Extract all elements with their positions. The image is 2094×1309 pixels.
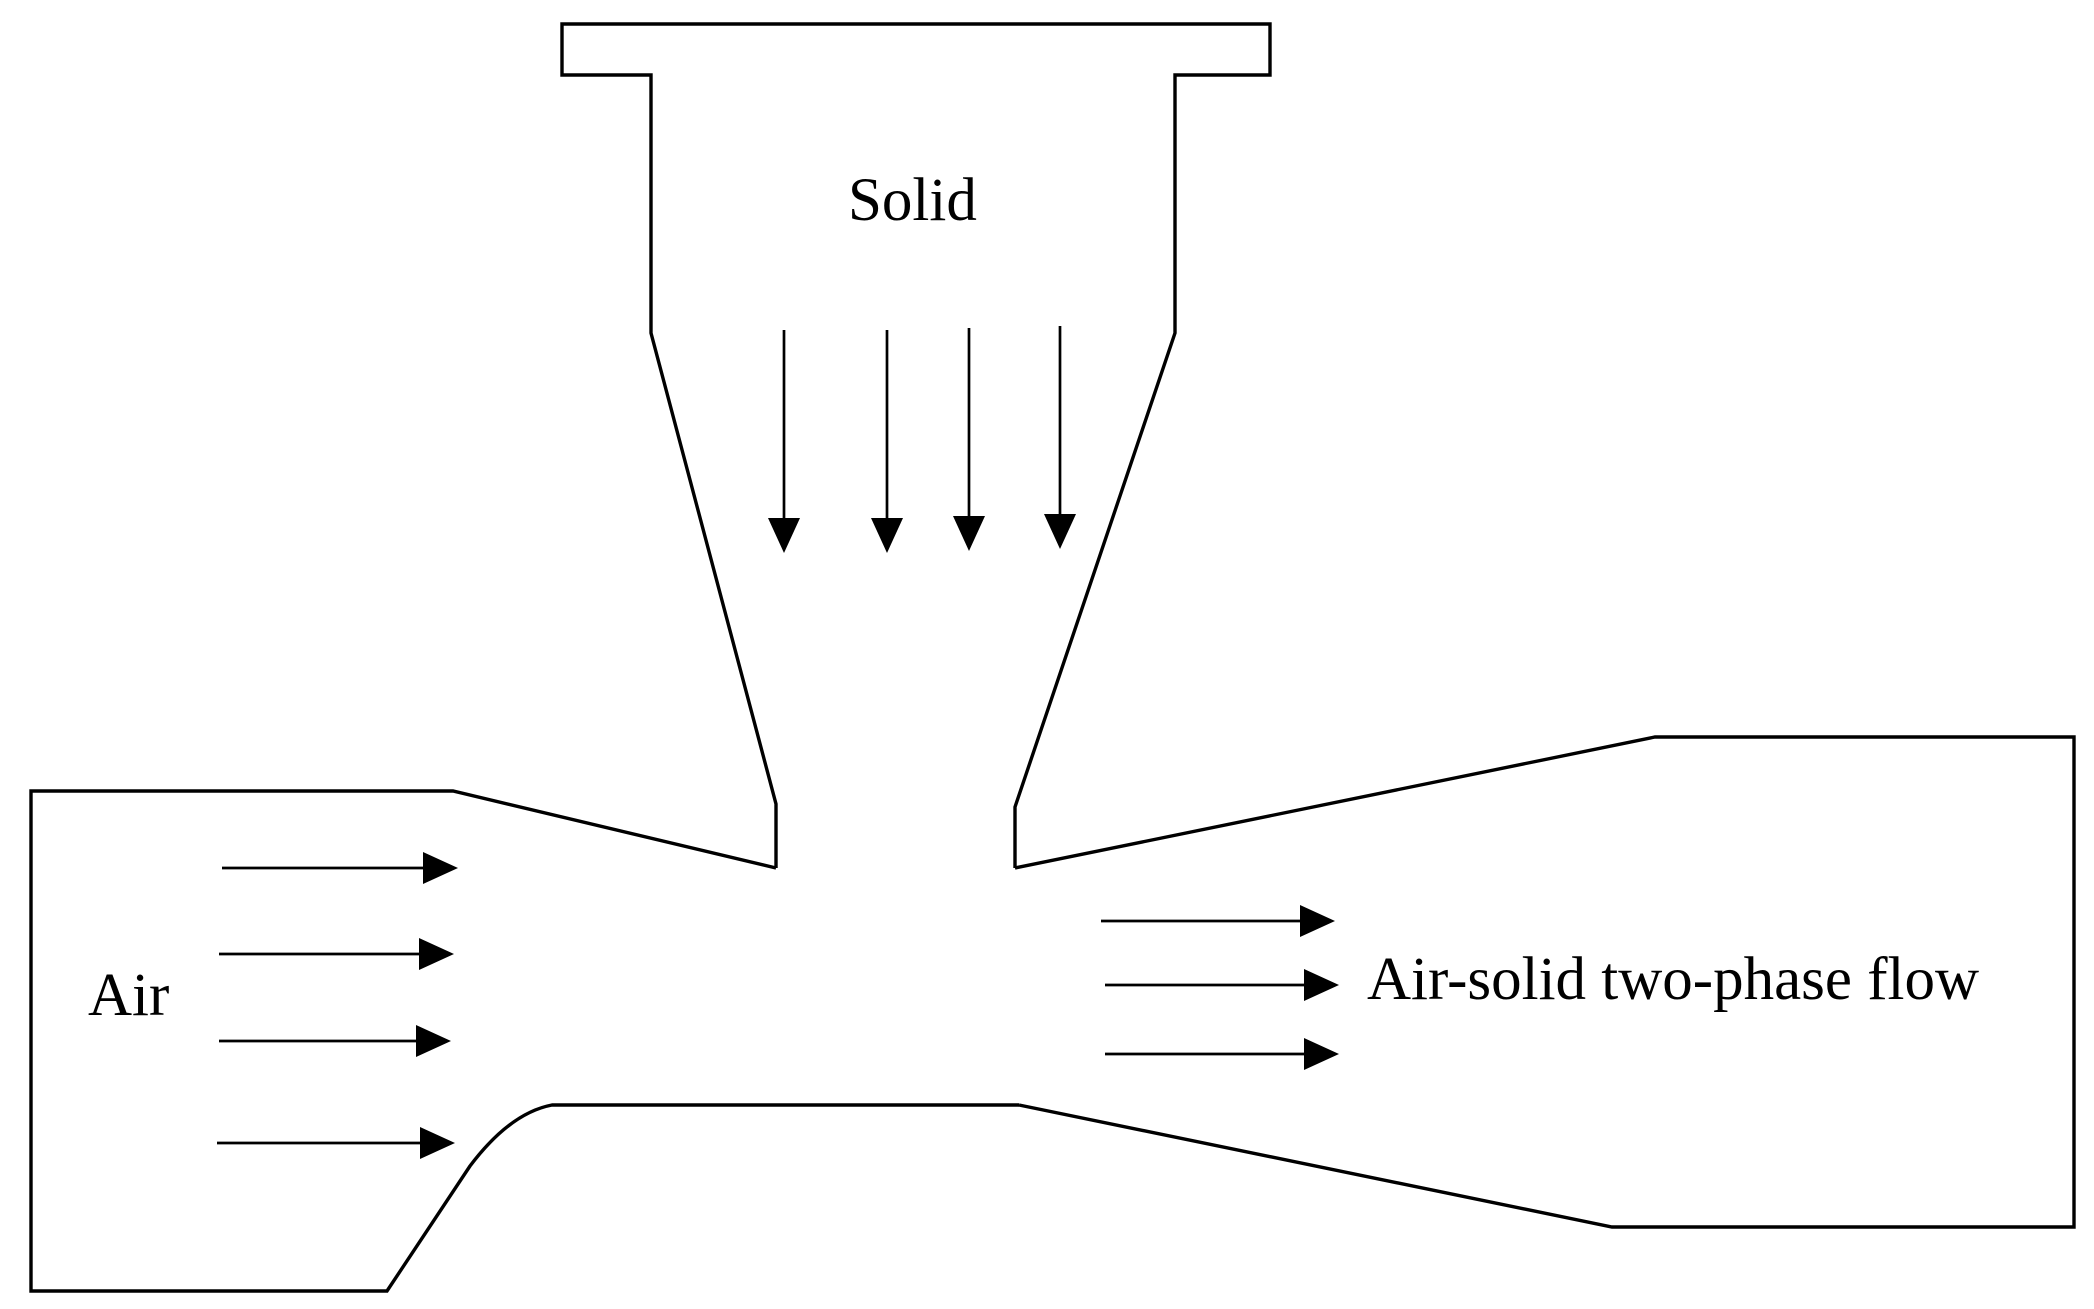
solid-flow-arrow [768, 330, 800, 553]
hopper-outline [560, 22, 1272, 868]
air-label: Air [88, 962, 169, 1029]
solid-flow-arrow [871, 330, 903, 553]
solid-flow-arrows [768, 326, 1076, 553]
air-inlet-outline [29, 789, 1019, 1293]
solid-flow-arrow [1044, 326, 1076, 549]
two-phase-flow-arrow [1101, 905, 1335, 937]
two-phase-flow-arrow [1105, 969, 1339, 1001]
two-phase-flow-arrow [1105, 1038, 1339, 1070]
air-flow-arrow [222, 852, 458, 884]
air-flow-arrow [217, 1127, 455, 1159]
solid-flow-arrow [953, 328, 985, 551]
diffuser-outline [1014, 735, 2076, 1229]
outlet-label: Air-solid two-phase flow [1367, 946, 1979, 1013]
solid-label: Solid [848, 167, 977, 234]
air-flow-arrow [219, 938, 454, 970]
air-flow-arrows [217, 852, 458, 1159]
air-flow-arrow [219, 1025, 451, 1057]
two-phase-flow-arrows [1101, 905, 1339, 1070]
